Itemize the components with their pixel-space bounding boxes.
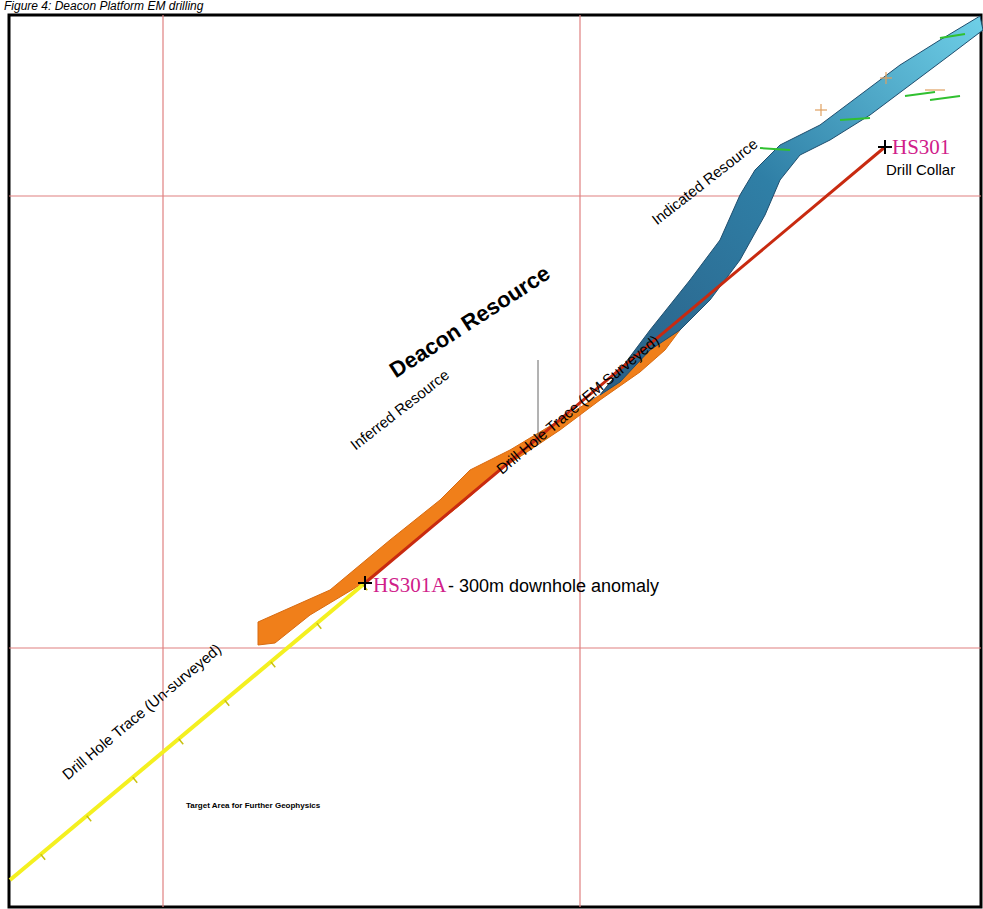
survey-crosses [815,72,945,116]
hole-markers [358,140,892,590]
figure-title: Figure 4: Deacon Platform EM drilling [4,0,203,13]
target-note: Target Area for Further Geophysics [186,802,320,811]
hole-id: HS301 [892,136,950,159]
drill-trace-unsurveyed [10,583,365,880]
inferred-resource-band [258,320,680,645]
frame [9,15,981,907]
grid-lines [9,15,981,907]
depth-ticks [41,585,368,860]
collar-markers [760,34,965,150]
collar-label: Drill Collar [886,162,955,179]
hole-id: HS301A [373,574,447,597]
drill-trace-surveyed [365,147,885,583]
anomaly-note: - 300m downhole anomaly [448,577,659,597]
